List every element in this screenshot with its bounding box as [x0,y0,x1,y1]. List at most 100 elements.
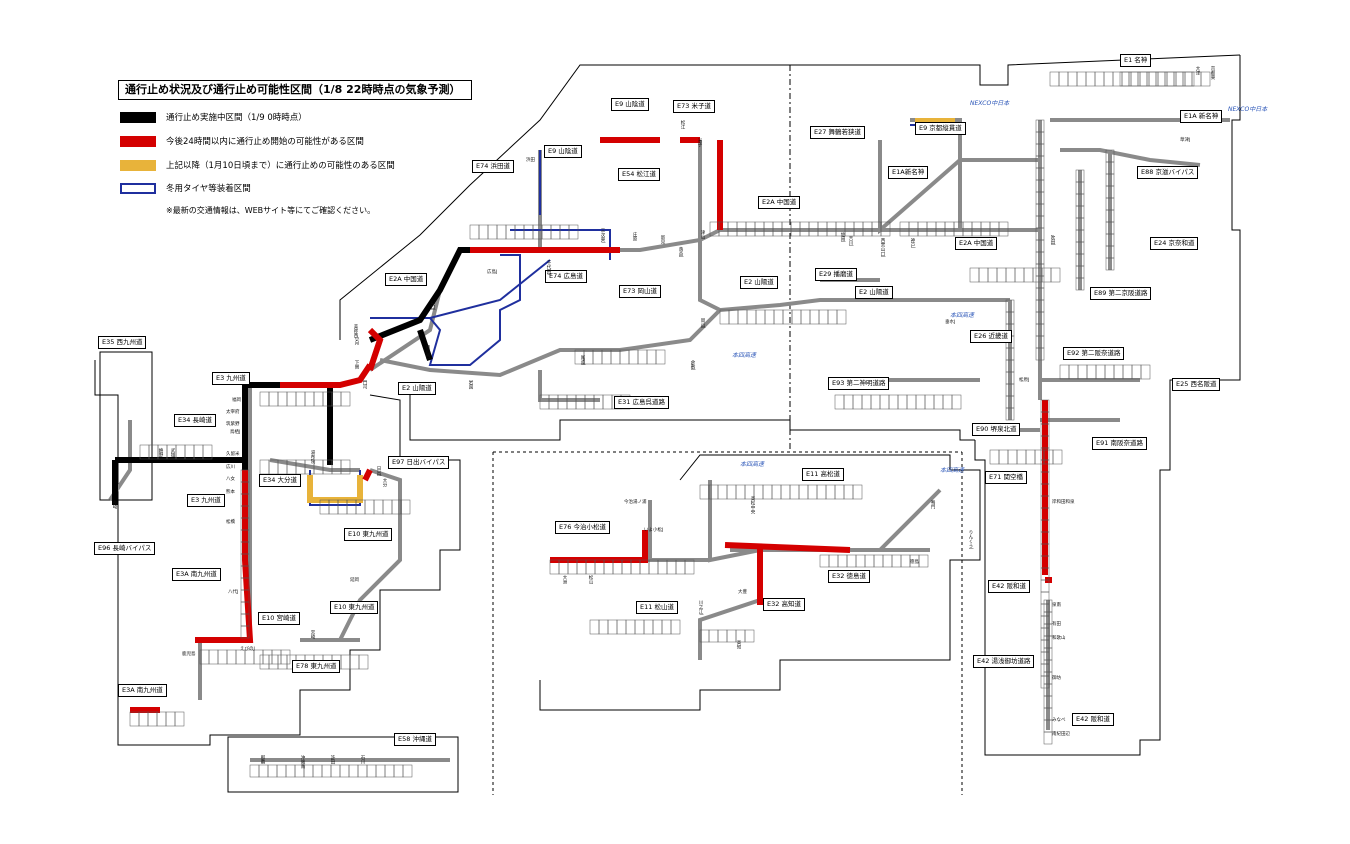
road-e10 [300,468,402,642]
ic-cell [1131,364,1142,380]
hw-label-e2b: E2 山陽道 [855,286,893,299]
ic-cell [601,349,612,365]
hw-label-e42b: E42 湯浅御坊道路 [973,655,1035,668]
interchange-ic17: 大分 [382,478,387,487]
ic-cell [989,449,1000,465]
ic-cell [1119,71,1130,87]
ic-cell [1058,71,1069,87]
red-e3 [280,363,373,388]
ic-cell [366,764,377,778]
ic-cell [942,394,953,410]
interchange-ic13: 武雄 [170,448,175,457]
interchange-ic71: 沖縄南 [300,755,305,769]
ic-cell [285,764,296,778]
ic-cell [138,711,149,727]
ic-cell [559,224,570,240]
ic-cell [1005,407,1015,421]
ic-cell [1175,71,1186,87]
interchange-ic57: 松原J [1019,378,1030,383]
honshi-label-2: 本四高速 [732,352,757,359]
hw-label-e11a: E11 高松道 [802,468,844,481]
legend-label-closed: 通行止め実施中区間（1/9 0時時点） [166,113,307,123]
interchange-ic60: 和歌山 [1052,636,1066,641]
interchange-ic36: 西宮山口J [880,238,885,258]
interchange-ic31: 新見 [660,235,665,244]
interchange-ic1: 福岡 [232,398,241,403]
ic-cell [1052,449,1063,465]
legend-label-possible: 今後24時間以内に通行止め開始の可能性がある区間 [166,137,364,147]
ic-cell [735,484,746,500]
ic-cell [156,711,167,727]
ic-cell [357,764,368,778]
ic-cell [1095,364,1106,380]
interchange-ic56: 大豊 [738,590,747,595]
ic-cell [616,619,627,635]
road-e32 [698,548,762,660]
ic-cell [864,554,875,568]
hw-label-e1: E1 名神 [1120,54,1152,67]
ic-cell [202,444,213,460]
hw-label-e2a: E2 山陽道 [740,276,778,289]
okinawa-frame [227,736,459,793]
ic-cell [1173,71,1184,87]
ic-cell [268,654,279,670]
ic-cell [348,764,359,778]
ic-cell [852,394,863,410]
ic-cell [382,499,393,515]
ic-cell [809,309,820,325]
hw-label-e34a: E34 長崎道 [174,414,216,427]
ic-cell [349,654,360,670]
ic-cell [139,444,150,460]
ic-cell [998,449,1009,465]
interchange-ic44: 岡山J [700,318,705,329]
hw-label-e96: E96 長崎バイパス [94,542,156,555]
interchange-ic2: 太宰府 [226,410,240,415]
ic-cell [193,444,204,460]
ic-cell [1157,71,1168,87]
ic-cell [837,554,848,568]
ic-cell [726,629,737,643]
ic-cell [1076,71,1087,87]
interchange-ic18: 日出J [376,466,381,477]
ic-cell [1182,71,1193,87]
interchange-ic67: 京都東 [1210,66,1215,80]
ic-cell [393,764,404,778]
ic-cell [276,764,287,778]
hw-label-e58: E58 沖縄道 [394,733,436,746]
interchange-ic72: 石川 [360,755,365,764]
hw-label-e1a: E1A 新名神 [1180,110,1223,123]
honshi-label-1: 本四高速 [950,312,975,319]
interchange-ic43: 倉敷J [690,360,695,371]
hw-label-e29: E29 播磨道 [815,268,857,281]
ic-cell [1007,449,1018,465]
ic-cell [208,649,219,665]
hw-label-e42c: E42 阪和道 [1072,713,1114,726]
ic-cell [339,764,350,778]
red-e11 [724,542,851,553]
ic-cell [996,267,1007,283]
red-e76 [590,530,648,563]
ic-cell [666,559,677,575]
later-e34 [307,475,363,503]
interchange-ic53: いよ小松J [644,528,664,533]
ic-cell [402,764,413,778]
ic-cell [277,391,288,407]
hw-label-e97: E97 日出バイパス [388,456,450,469]
ic-cell [1148,71,1159,87]
ic-cell [129,711,140,727]
hw-label-e27: E27 舞鶴若狭道 [810,126,865,139]
ic-cell [1113,364,1124,380]
interchange-ic25: 山口J [430,300,435,311]
hw-label-e90: E90 堺泉北道 [972,423,1021,436]
ic-cell [726,484,737,500]
hw-label-e1a2: E1A新名神 [888,166,929,179]
hw-label-e10c: E10 宮崎道 [258,612,300,625]
hw-label-e35: E35 西九州道 [98,336,147,349]
chugoku-boundary [339,54,1241,340]
ic-cell [1068,364,1079,380]
ic-cell [1164,71,1175,87]
ic-cell [825,484,836,500]
ic-cell [819,554,830,568]
interchange-ic65: りんくうJ [968,530,973,550]
